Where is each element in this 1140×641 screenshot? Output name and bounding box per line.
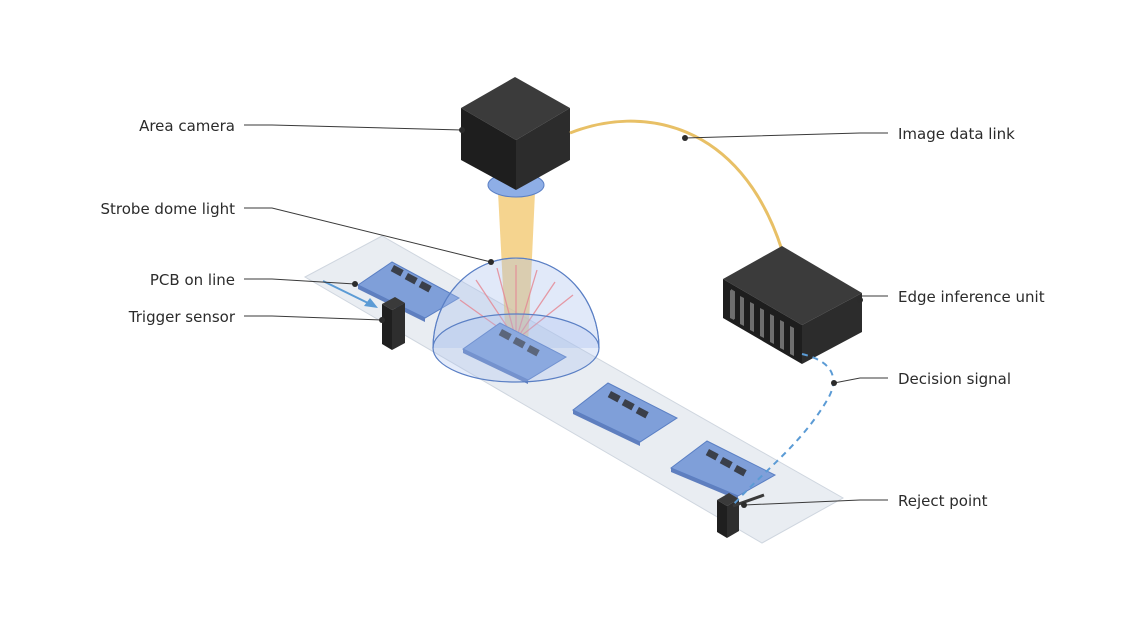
decision-signal-line [732, 353, 835, 506]
strobe-dome-light [432, 257, 600, 383]
pcb-board-2 [462, 322, 568, 384]
flow-direction-arrow-icon [322, 280, 378, 308]
strobe-light-rays [459, 265, 574, 341]
label-image-data-link: Image data link [898, 125, 1015, 143]
label-strobe-dome-light: Strobe dome light [101, 200, 236, 218]
label-edge-inference-unit: Edge inference unit [898, 288, 1045, 306]
label-pcb-on-line: PCB on line [150, 271, 235, 289]
label-reject-point: Reject point [898, 492, 988, 510]
label-area-camera: Area camera [139, 117, 235, 135]
label-decision-signal: Decision signal [898, 370, 1011, 388]
label-trigger-sensor: Trigger sensor [128, 308, 236, 326]
pcb-board-3 [572, 382, 679, 446]
pcb-board-4 [670, 440, 777, 500]
image-data-link-cable [569, 119, 784, 251]
trigger-sensor-device [382, 297, 405, 350]
reject-actuator-device [717, 493, 765, 538]
area-camera-device [461, 77, 570, 190]
edge-unit-vents [730, 290, 794, 356]
callout-leaders [244, 124, 888, 508]
